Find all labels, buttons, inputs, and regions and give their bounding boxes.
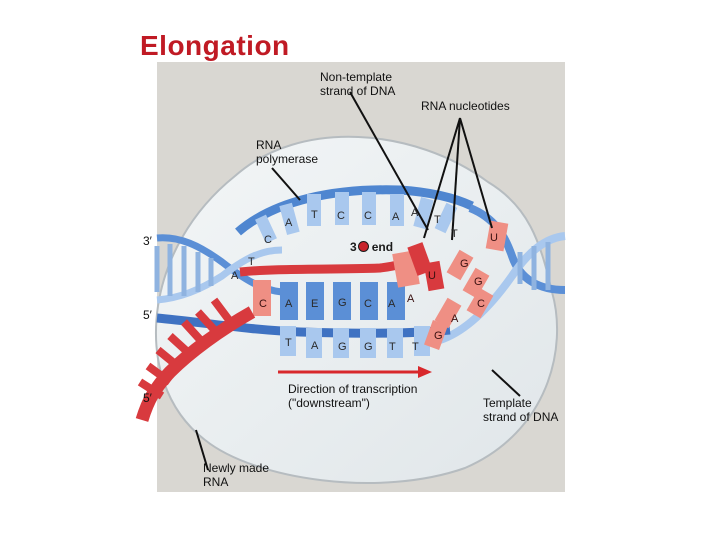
free-base-7: A <box>451 313 458 325</box>
tu-base-1: C <box>259 298 267 310</box>
three-prime-end-marker <box>358 241 369 252</box>
free-base-5: A <box>407 293 414 305</box>
free-base-2: G <box>460 258 469 270</box>
free-base-8: G <box>434 330 443 342</box>
nt-base-8: T <box>451 228 458 240</box>
nt-base-3: C <box>337 210 345 222</box>
template-strand-label: Template strand of DNA <box>483 396 558 424</box>
nt-base-2: T <box>311 209 318 221</box>
five-prime-lower: 5′ <box>143 391 152 405</box>
five-prime-middle: 5′ <box>143 308 152 322</box>
nt-base-5: A <box>392 211 399 223</box>
three-prime-left: 3′ <box>143 234 152 248</box>
left-base-3: A <box>231 270 238 282</box>
tu-base-2: A <box>285 298 292 310</box>
free-base-4: G <box>474 276 483 288</box>
tl-base-3: G <box>338 341 347 353</box>
tl-base-2: A <box>311 340 318 352</box>
rna-polymerase-label: RNA polymerase <box>256 138 318 166</box>
newly-made-rna-label: Newly made RNA <box>203 461 269 489</box>
tl-base-1: T <box>285 337 292 349</box>
tl-base-6: T <box>412 341 419 353</box>
non-template-strand-label: Non-template strand of DNA <box>320 70 395 98</box>
free-base-1: U <box>490 232 498 244</box>
tu-base-5: C <box>364 298 372 310</box>
nt-base-7: T <box>434 214 441 226</box>
nt-base-6: A <box>411 207 418 219</box>
free-base-3: U <box>428 270 436 282</box>
rna-nucleotides-label: RNA nucleotides <box>421 99 510 113</box>
tl-base-4: G <box>364 341 373 353</box>
nt-base-1: A <box>285 217 292 229</box>
tu-base-3: E <box>311 298 318 310</box>
left-base-2: T <box>248 256 255 268</box>
direction-of-transcription-label: Direction of transcription ("downstream"… <box>288 382 417 410</box>
free-base-6: C <box>477 298 485 310</box>
tl-base-5: T <box>389 341 396 353</box>
nt-base-4: C <box>364 210 372 222</box>
tu-base-6: A <box>388 298 395 310</box>
left-base-1: C <box>264 234 272 246</box>
tu-base-4: G <box>338 297 347 309</box>
